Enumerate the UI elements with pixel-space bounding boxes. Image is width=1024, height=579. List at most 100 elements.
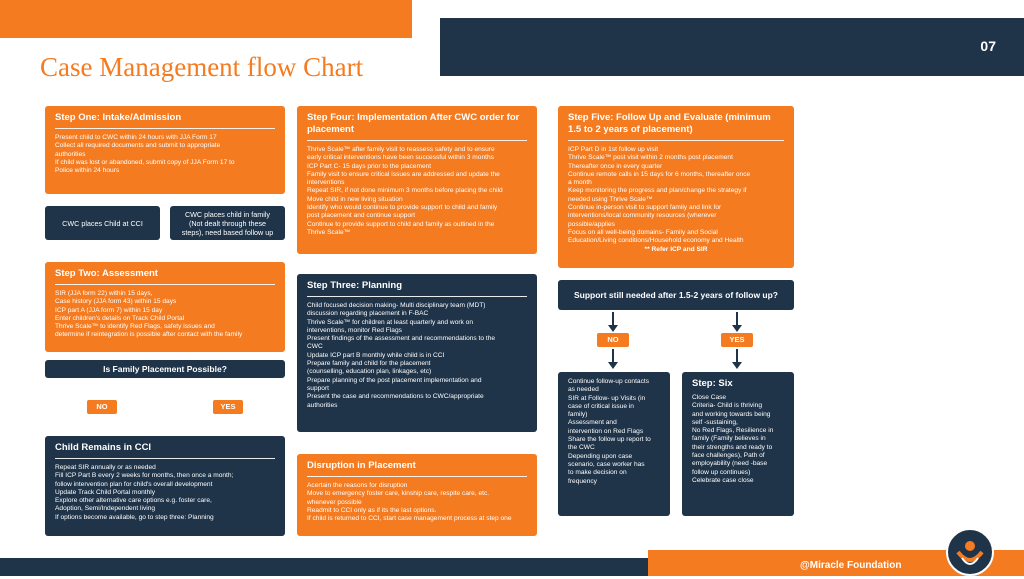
step-six-line: their strengths and ready to [692, 443, 773, 451]
arrow-to-continue [608, 349, 618, 369]
step-two-box: Step Two: Assessment SIR (JJA form 22) w… [45, 262, 285, 352]
step-one-line: authorities [55, 150, 86, 158]
header-orange-bar [0, 0, 412, 38]
step-five-line: Keep monitoring the progress and plan/ch… [568, 187, 747, 195]
step-two-line: SIR (JJA form 22) within 15 days, [55, 290, 153, 297]
header-navy-bar [440, 18, 1024, 76]
child-remains-line: follow intervention plan for child's ove… [55, 480, 213, 488]
disruption-heading: Disruption in Placement [307, 460, 416, 471]
step-five-line: Continue in-person visit to support fami… [568, 204, 722, 212]
step-four-line: Identify who would continue to provide s… [307, 204, 498, 212]
child-remains-box: Child Remains in CCI Repeat SIR annually… [45, 436, 285, 536]
arrow-to-step-six [732, 349, 742, 369]
footer-credit: @Miracle Foundation [800, 560, 902, 571]
continue-followup-line: to make decision on [568, 469, 627, 477]
child-remains-heading: Child Remains in CCI [55, 442, 152, 453]
step-five-divider [568, 140, 784, 141]
step-one-box: Step One: Intake/Admission Present child… [45, 106, 285, 194]
disruption-line: Acertain the reasons for disruption [307, 482, 408, 489]
continue-followup-line: the CWC [568, 444, 595, 452]
child-remains-line: Fill ICP Part B every 2 weeks for months… [55, 472, 234, 480]
step-two-line: determine if reintegration is possible a… [55, 331, 243, 339]
step-two-heading: Step Two: Assessment [55, 268, 158, 279]
step-four-line: interventions [307, 179, 345, 187]
step-one-line: Present child to CWC within 24 hours wit… [55, 134, 217, 141]
continue-followup-line: Share the follow up report to [568, 436, 651, 444]
step-six-line: family (Family believes in [692, 435, 766, 443]
page-title: Case Management flow Chart [40, 52, 364, 82]
step-five-line: Education/Living conditions/Household ec… [568, 237, 744, 245]
step-four-line: early critical interventions have been s… [307, 154, 494, 162]
step-two-line: Thrive Scale™ to identify Red Flags, saf… [55, 323, 215, 331]
step-three-line: authorities [307, 401, 338, 409]
step-six-line: and working towards being [692, 410, 771, 418]
continue-followup-line: Continue follow-up contacts [568, 378, 650, 385]
step-one-line: Collect all required documents and submi… [55, 142, 221, 150]
step-three-line: Update ICP part B monthly while child is… [307, 351, 445, 359]
step-four-line: ICP Part C- 15 days prior to the placeme… [307, 162, 432, 170]
disruption-box: Disruption in Placement Acertain the rea… [297, 454, 537, 536]
step-three-line: Present findings of the assessment and r… [307, 335, 496, 343]
step-three-lines: Child focused decision making- Multi dis… [307, 302, 527, 410]
continue-followup-line: family) [568, 411, 588, 419]
page-number: 07 [980, 38, 996, 54]
step-six-line: Close Case [692, 394, 727, 401]
step-six-line: employability (need -base [692, 460, 768, 468]
step-one-heading: Step One: Intake/Admission [55, 112, 182, 123]
continue-followup-line: scenario, case worker has [568, 460, 645, 468]
step-three-line: Prepare planning of the post placement i… [307, 376, 482, 384]
step-four-line: Repeat SIR, if not done minimum 3 months… [307, 187, 503, 195]
step-five-line: interventions/local community resources … [568, 212, 717, 220]
step-four-line: Continue to provide support to child and… [307, 220, 495, 228]
step-four-line: Family visit to ensure critical issues a… [307, 170, 500, 178]
step-five-heading: Step Five: Follow Up and Evaluate (minim… [568, 112, 771, 135]
step-six-line: No Red Flags, Resilience in [692, 427, 774, 435]
step-four-heading: Step Four: Implementation After CWC orde… [307, 112, 520, 135]
step-five-line: needed using Thrive Scale™ [568, 195, 653, 203]
step-one-lines: Present child to CWC within 24 hours wit… [55, 134, 275, 175]
arrow-to-no [608, 312, 618, 332]
family-no-label: NO [87, 400, 117, 414]
footer-navy-bar [0, 558, 648, 576]
step-three-line: interventions, monitor Red Flags [307, 326, 402, 334]
step-three-line: Present the case and recommendations to … [307, 393, 484, 401]
step-four-lines: Thrive Scale™ after family visit to reas… [307, 146, 527, 237]
step-two-line: Case history (JJA form 43) within 15 day… [55, 298, 177, 306]
step-five-line: Continue remote calls in 15 days for 6 m… [568, 170, 751, 178]
step-two-line: ICP part A (JJA form 7) within 15 day [55, 306, 163, 314]
continue-followup-line: Assessment and [568, 419, 617, 427]
step-five-line: a month [568, 179, 592, 187]
step-five-line: Thereafter once in every quarter [568, 162, 663, 170]
step-four-box: Step Four: Implementation After CWC orde… [297, 106, 537, 254]
step-five-line: ICP Part D in 1st follow up visit [568, 146, 659, 153]
flowchart: Step One: Intake/Admission Present child… [30, 90, 1015, 550]
disruption-line: Move to emergency foster care, kinship c… [307, 490, 490, 498]
disruption-line: If child is returned to CCI, start case … [307, 515, 512, 523]
miracle-foundation-logo [946, 528, 994, 576]
cwc-places-cci-box: CWC places Child at CCI [45, 206, 160, 240]
disruption-divider [307, 476, 527, 477]
step-five-note: ** Refer ICP and SIR [644, 245, 708, 253]
step-one-divider [55, 128, 275, 129]
child-remains-line: Explore other alternative care options e… [55, 497, 212, 505]
step-three-line: support [307, 384, 329, 392]
step-one-line: Police within 24 hours [55, 167, 120, 175]
step-three-box: Step Three: Planning Child focused decis… [297, 274, 537, 432]
cwc-places-family-box: CWC places child in family (Not dealt th… [170, 206, 285, 240]
step-two-line: Enter children's details on Track Child … [55, 314, 185, 322]
step-three-divider [307, 296, 527, 297]
step-five-line: possible/applies [568, 220, 615, 228]
step-three-heading: Step Three: Planning [307, 280, 403, 291]
disruption-line: Readmit to CCI only as if its the last o… [307, 506, 437, 514]
continue-followup-line: case of critical issue in [568, 402, 634, 410]
family-yes-label: YES [213, 400, 243, 414]
step-six-line: Celebrate case close [692, 476, 754, 484]
step-four-line: post placement and continue support [307, 212, 416, 220]
continue-followup-line: intervention on Red Flags [568, 427, 644, 435]
